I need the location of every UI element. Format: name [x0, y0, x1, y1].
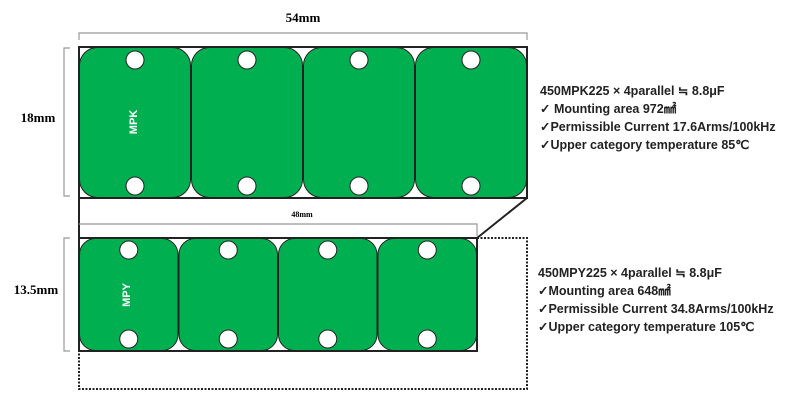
- mpk-terminal-hole: [237, 176, 257, 196]
- mpy-terminal-hole: [119, 329, 139, 349]
- connector-diagonal-line: [476, 197, 528, 239]
- height-bracket-top: [63, 47, 70, 197]
- mpy-spec-current: ✓Permissible Current 34.8Arms/100kHz: [538, 302, 774, 316]
- mpy-terminal-hole: [218, 329, 238, 349]
- mpy-spec-area: ✓Mounting area 648㎟: [538, 283, 671, 298]
- width-bracket-bottom: [79, 223, 478, 236]
- height-label-bottom: 13.5mm: [14, 282, 59, 297]
- mpy-capacitor: [377, 238, 477, 351]
- mpy-terminal-hole: [318, 240, 338, 260]
- mpk-terminal-hole: [125, 176, 145, 196]
- mpy-terminal-hole: [119, 240, 139, 260]
- mpy-capacitor: [178, 238, 278, 351]
- width-bracket-top: [78, 32, 528, 40]
- mpk-terminal-hole: [237, 50, 257, 70]
- width-label-top: 54mm: [286, 10, 321, 25]
- mpy-spec-config: 450MPY225 × 4parallel ≒ 8.8μF: [538, 266, 722, 280]
- mpk-spec-area: ✓ Mounting area 972㎟: [540, 101, 677, 116]
- mpk-terminal-hole: [461, 50, 481, 70]
- mpk-capacitor: [79, 47, 191, 198]
- mpy-spec-temperature: ✓Upper category temperature 105℃: [538, 320, 754, 334]
- mpk-capacitor: [191, 47, 303, 198]
- height-label-top: 18mm: [21, 110, 56, 125]
- mpk-capacitor: [415, 47, 527, 198]
- mpk-spec-config: 450MPK225 × 4parallel ≒ 8.8μF: [540, 84, 725, 98]
- mpk-spec-current: ✓Permissible Current 17.6Arms/100kHz: [540, 120, 776, 134]
- mpk-terminal-hole: [461, 176, 481, 196]
- mpk-spec-temperature: ✓Upper category temperature 85℃: [540, 138, 749, 152]
- mpy-capacitor: [278, 238, 378, 351]
- mpy-terminal-hole: [417, 329, 437, 349]
- mpk-terminal-hole: [349, 50, 369, 70]
- mpk-terminal-hole: [349, 176, 369, 196]
- mpy-capacitor: [79, 238, 179, 351]
- saved-area-outline: [78, 237, 528, 390]
- mpy-terminal-hole: [417, 240, 437, 260]
- mpy-label: MPY: [121, 282, 133, 307]
- mpy-terminal-hole: [318, 329, 338, 349]
- height-bracket-bottom: [63, 237, 70, 352]
- width-label-bottom: 48mm: [291, 210, 313, 219]
- mpk-terminal-hole: [125, 50, 145, 70]
- mpk-label: MPK: [128, 110, 140, 135]
- mpy-terminal-hole: [218, 240, 238, 260]
- mpk-capacitor: [303, 47, 415, 198]
